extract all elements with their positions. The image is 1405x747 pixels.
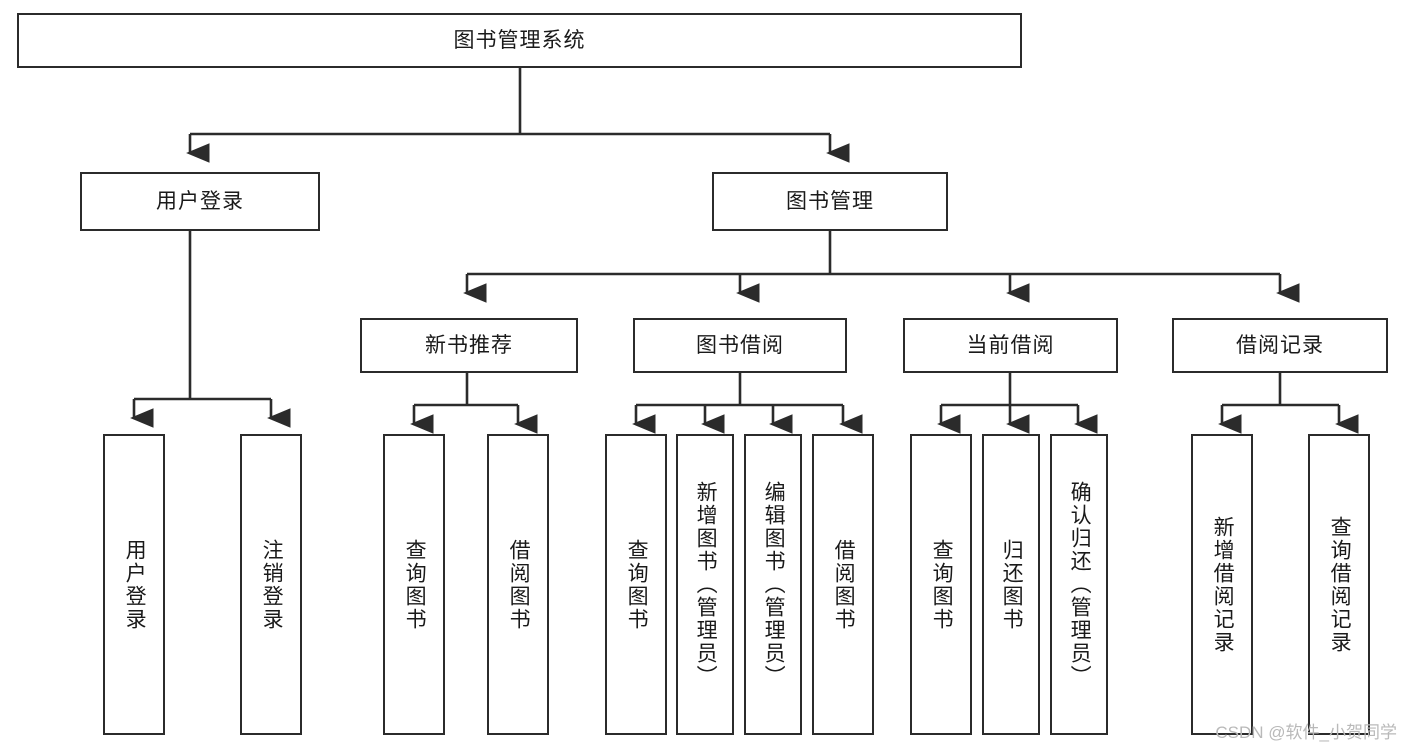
- node-book-management-label: 图书管理: [786, 189, 874, 213]
- node-borrow-record-label: 借阅记录: [1236, 333, 1324, 357]
- node-current-borrow[interactable]: 当前借阅: [903, 318, 1118, 373]
- leaf-current-return-book[interactable]: 归还图书: [982, 434, 1040, 735]
- leaf-borrow-query-book-label: 查询图书: [625, 538, 649, 631]
- leaf-user-login-login-label: 用户登录: [123, 538, 147, 631]
- leaf-borrow-add-book[interactable]: 新增图书（管理员）: [676, 434, 734, 735]
- node-root-system[interactable]: 图书管理系统: [17, 13, 1022, 68]
- node-user-login-label: 用户登录: [156, 189, 244, 213]
- leaf-borrow-edit-book-label: 编辑图书（管理员）: [762, 481, 786, 688]
- csdn-watermark: CSDN @软件_小贺同学: [1215, 723, 1397, 742]
- leaf-record-add-record-label: 新增借阅记录: [1211, 515, 1235, 654]
- leaf-recommend-borrow-book-label: 借阅图书: [507, 538, 531, 631]
- leaf-current-query-book[interactable]: 查询图书: [910, 434, 972, 735]
- leaf-recommend-query-book-label: 查询图书: [403, 538, 427, 631]
- leaf-user-login-logout-label: 注销登录: [260, 538, 284, 631]
- leaf-recommend-borrow-book[interactable]: 借阅图书: [487, 434, 549, 735]
- node-book-management[interactable]: 图书管理: [712, 172, 948, 231]
- leaf-borrow-add-book-label: 新增图书（管理员）: [694, 481, 718, 688]
- leaf-current-confirm-return-label: 确认归还（管理员）: [1068, 481, 1092, 688]
- leaf-current-query-book-label: 查询图书: [930, 538, 954, 631]
- leaf-record-query-record[interactable]: 查询借阅记录: [1308, 434, 1370, 735]
- node-user-login[interactable]: 用户登录: [80, 172, 320, 231]
- leaf-current-confirm-return[interactable]: 确认归还（管理员）: [1050, 434, 1108, 735]
- leaf-borrow-borrow-book[interactable]: 借阅图书: [812, 434, 874, 735]
- leaf-borrow-edit-book[interactable]: 编辑图书（管理员）: [744, 434, 802, 735]
- node-root-system-label: 图书管理系统: [453, 28, 586, 52]
- leaf-recommend-query-book[interactable]: 查询图书: [383, 434, 445, 735]
- leaf-borrow-borrow-book-label: 借阅图书: [832, 538, 856, 631]
- node-new-book-recommend-label: 新书推荐: [425, 333, 513, 357]
- leaf-user-login-logout[interactable]: 注销登录: [240, 434, 302, 735]
- node-new-book-recommend[interactable]: 新书推荐: [360, 318, 578, 373]
- leaf-user-login-login[interactable]: 用户登录: [103, 434, 165, 735]
- node-current-borrow-label: 当前借阅: [966, 333, 1055, 357]
- leaf-record-add-record[interactable]: 新增借阅记录: [1191, 434, 1253, 735]
- node-book-borrow-label: 图书借阅: [696, 333, 784, 357]
- leaf-record-query-record-label: 查询借阅记录: [1328, 515, 1352, 654]
- leaf-current-return-book-label: 归还图书: [1000, 538, 1024, 631]
- node-borrow-record[interactable]: 借阅记录: [1172, 318, 1388, 373]
- node-book-borrow[interactable]: 图书借阅: [633, 318, 847, 373]
- leaf-borrow-query-book[interactable]: 查询图书: [605, 434, 667, 735]
